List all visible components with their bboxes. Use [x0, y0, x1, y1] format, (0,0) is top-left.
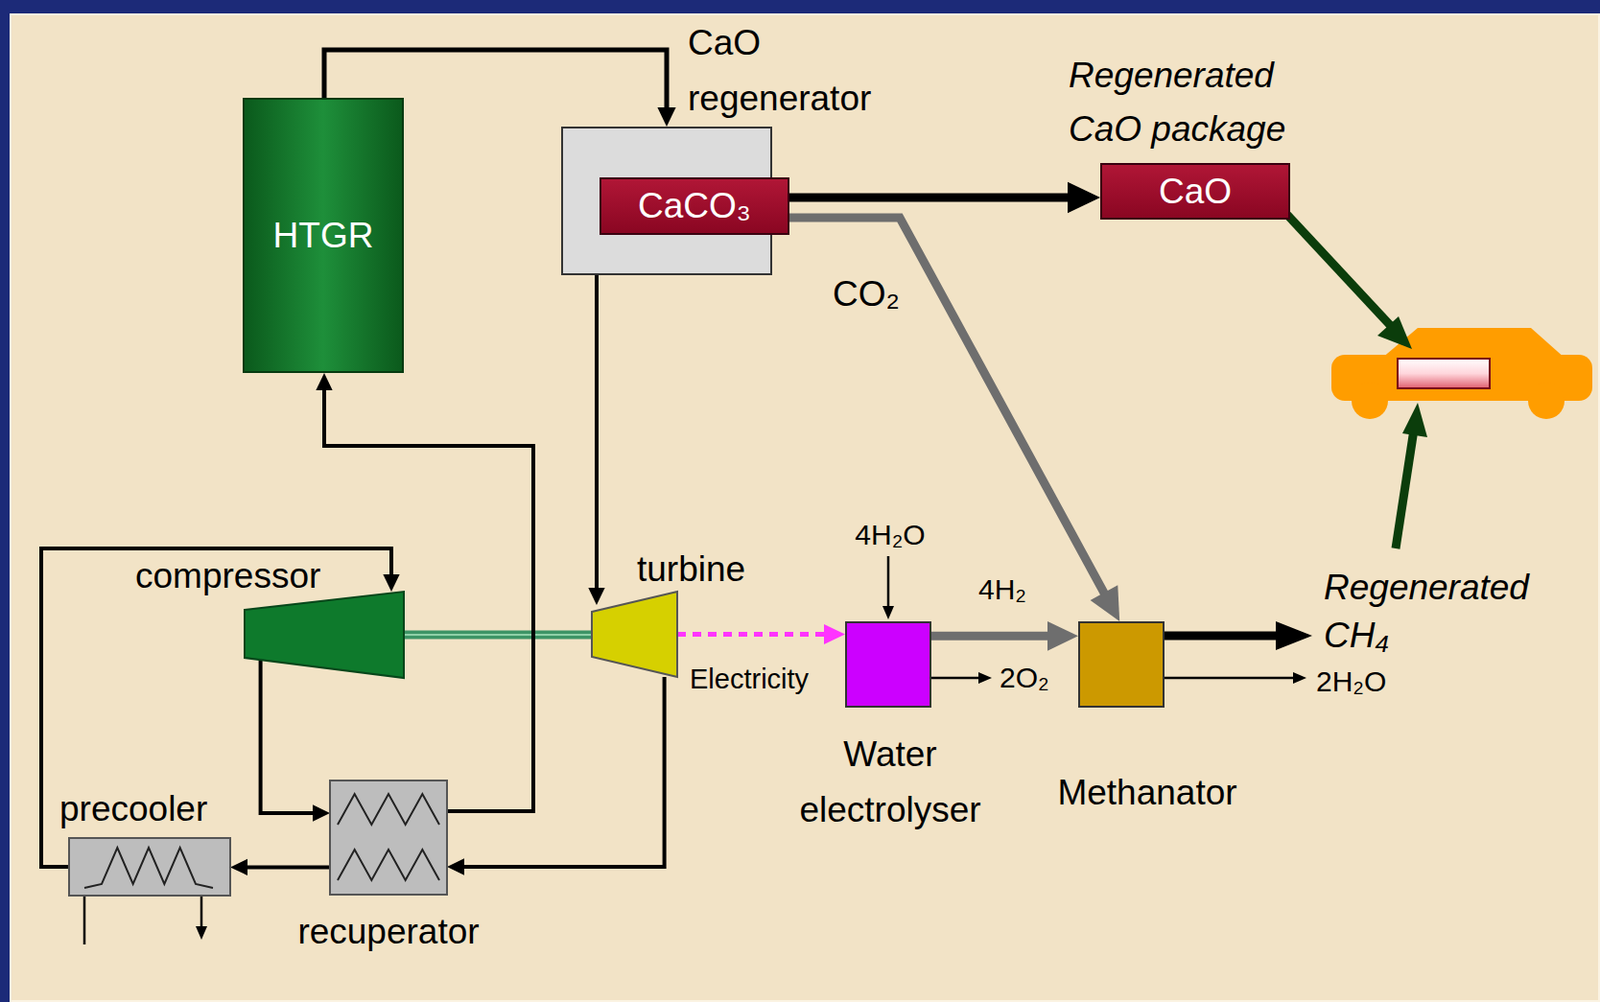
arrow-head: [1047, 621, 1079, 652]
feed-line: [1395, 429, 1414, 549]
arrow-head: [315, 373, 332, 391]
node-heading: compressor: [135, 555, 366, 598]
connector: [789, 217, 1120, 622]
arrow-head: [978, 672, 992, 684]
node-heading: CaO regenerator: [687, 15, 918, 127]
arrow-head: [823, 624, 846, 645]
process-label: 2H₂O: [1316, 665, 1422, 699]
exchanger-body: [69, 838, 231, 896]
arrow-head: [1293, 672, 1307, 684]
arrow-head: [382, 574, 400, 592]
exchanger-coil: [337, 794, 440, 825]
car-wheel: [1528, 382, 1565, 420]
turbine-symbol: turbine: [591, 591, 678, 678]
compressor-body: [244, 591, 404, 679]
arrow-head: [1402, 402, 1428, 438]
node-heading: precooler: [59, 788, 271, 831]
reactor-box: HTGR: [242, 97, 404, 374]
arrow-head: [657, 107, 676, 127]
connector-line: [242, 865, 330, 870]
connector: [403, 635, 592, 636]
process-arrows: [78, 556, 1313, 945]
arrow-head: [447, 858, 465, 875]
process-label: 2O₂: [999, 660, 1086, 696]
connector: [315, 373, 534, 812]
connector: [931, 621, 1079, 652]
turbine-body: [591, 591, 678, 678]
regenerator-box: CaO regeneratorCaCO₃: [561, 126, 773, 276]
connector: [677, 624, 846, 645]
connector: [447, 677, 665, 876]
arrow-head: [312, 804, 330, 822]
process-label: 4H₂O: [842, 517, 939, 553]
compressor-symbol: compressor: [244, 591, 404, 679]
shape-outline: [329, 780, 448, 895]
output-line: [931, 677, 981, 681]
arrow-head: [1067, 182, 1101, 214]
cooler-coil: [84, 847, 213, 889]
connector: [789, 182, 1101, 214]
process-label: Regenerated CH₄: [1323, 564, 1593, 660]
connector-line: [677, 632, 831, 637]
heat-exchanger: precooler: [69, 838, 231, 896]
arrow-head: [230, 859, 248, 876]
edge-label: 4H₂: [978, 573, 1027, 607]
exchanger-body: [329, 780, 448, 895]
process-box: Methanator: [1078, 621, 1165, 708]
connector-line: [931, 632, 1058, 641]
connector: [230, 859, 330, 876]
shape-outline: [591, 591, 678, 678]
arrow-head: [195, 926, 208, 941]
shaft-highlight: [403, 634, 592, 636]
connector-line: [459, 677, 665, 868]
node-text: HTGR: [244, 99, 402, 372]
node-text: CaCO₃: [601, 179, 788, 234]
process-box: Water electrolyser: [845, 621, 932, 708]
heat-exchanger: recuperator: [329, 780, 448, 895]
arrow-head: [1275, 621, 1313, 651]
connector: [588, 275, 605, 606]
connector-line: [594, 275, 599, 593]
arrow-head: [1090, 585, 1121, 622]
arrow-head: [882, 606, 895, 620]
oxide-package: Regenerated CaO packageCaO: [1100, 163, 1291, 220]
node-heading: Regenerated CaO package: [1068, 48, 1338, 157]
car-wheel: [1351, 382, 1389, 420]
exchanger-coil: [337, 849, 440, 881]
node-heading: Methanator: [1036, 772, 1258, 815]
arrow-head: [588, 588, 605, 606]
feed-line: [1287, 214, 1391, 327]
node-heading: Water electrolyser: [770, 727, 1011, 839]
arrow-head: [1377, 316, 1412, 350]
connector-line: [403, 631, 592, 640]
node-heading: turbine: [636, 548, 810, 591]
output-line: [1164, 677, 1295, 681]
node-heading: recuperator: [270, 911, 507, 954]
car-illustration: [1331, 328, 1593, 420]
fuel-slot: [1397, 358, 1490, 389]
feed-line: [887, 556, 891, 609]
node-text: CaO: [1102, 164, 1289, 218]
carbonate-package: CaCO₃: [599, 177, 790, 236]
connector-line: [789, 217, 1109, 602]
car-feed-arrows: [1287, 214, 1428, 549]
edge-label: CO₂: [832, 274, 900, 315]
connector-line: [260, 660, 319, 814]
connector-line: [789, 193, 1078, 203]
connector: [260, 660, 330, 823]
product-line: [1164, 632, 1280, 641]
shape-outline: [244, 591, 404, 679]
shape-outline: [69, 838, 231, 896]
edge-label: Electricity: [689, 663, 809, 696]
